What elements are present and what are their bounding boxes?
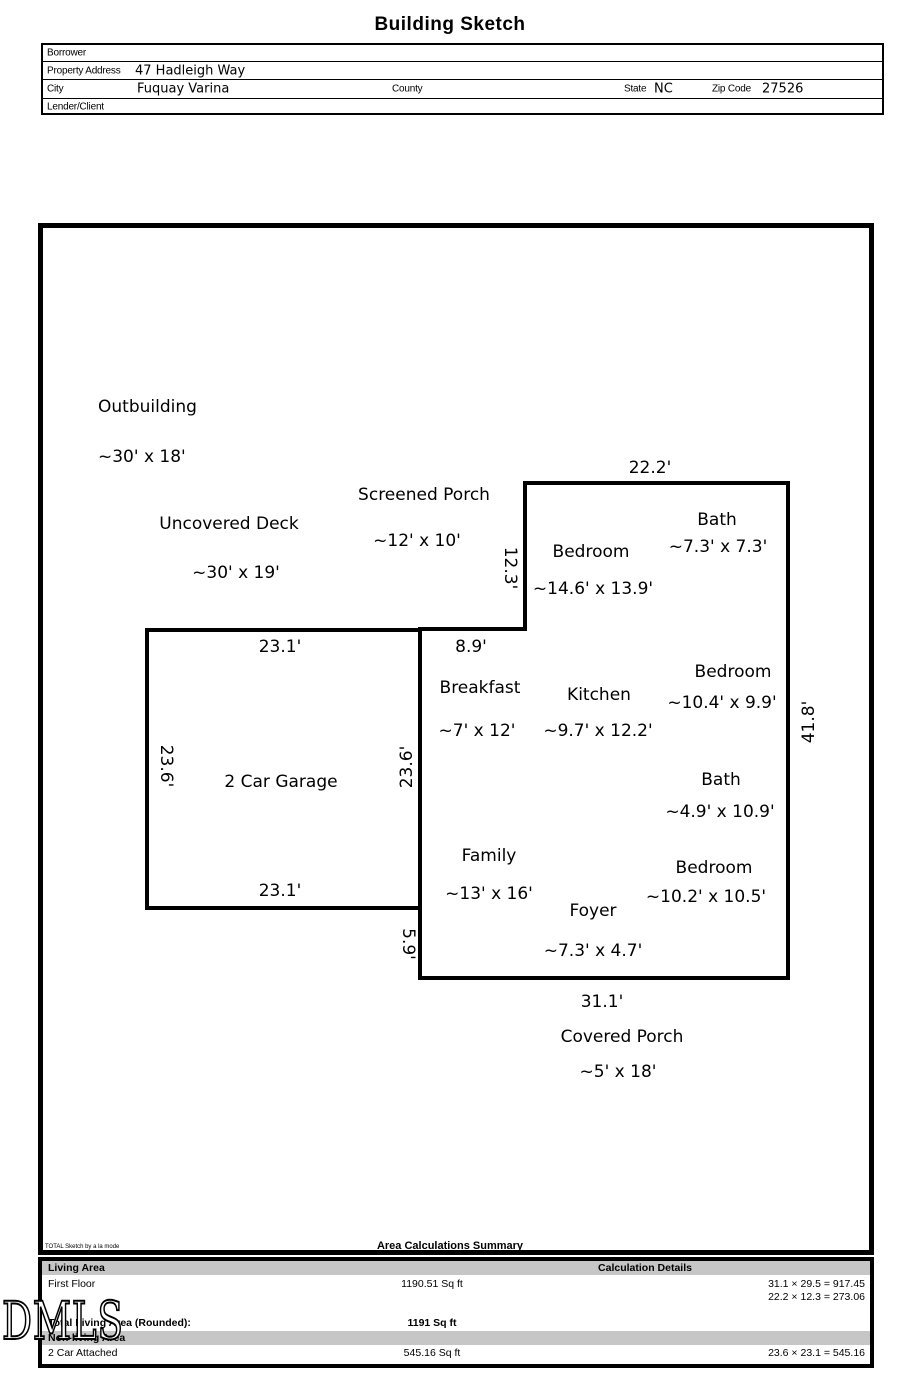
label-bedroom-3: Bedroom [675,858,753,878]
label-bath-2-dim: ~4.9' x 10.9' [665,802,775,822]
label-bedroom-1: Bedroom [552,542,630,562]
label-dim-23-6-left: 23.6' [156,744,176,788]
property-address-value: 47 Hadleigh Way [135,63,246,78]
label-bedroom-1-dim: ~14.6' x 13.9' [532,579,654,599]
garage-calc: 23.6 × 23.1 = 545.16 [768,1347,865,1359]
zip-value: 27526 [762,81,804,97]
label-covered-porch: Covered Porch [560,1027,684,1047]
label-garage: 2 Car Garage [224,772,338,792]
living-area-header-bar [42,1261,870,1275]
label-outbuilding: Outbuilding [98,397,197,417]
property-form: Borrower Property Address 47 Hadleigh Wa… [41,43,884,115]
label-dim-12-3: 12.3' [500,546,520,590]
first-floor-area: 1190.51 Sq ft [401,1278,463,1290]
borrower-label: Borrower [47,47,86,59]
county-label: County [392,83,423,95]
first-floor-calc-2: 22.2 × 12.3 = 273.06 [768,1291,865,1303]
form-row-lender: Lender/Client [43,99,882,115]
label-kitchen-dim: ~9.7' x 12.2' [543,721,653,741]
nonliving-header-bar [42,1331,870,1345]
label-breakfast: Breakfast [439,678,521,698]
page-title: Building Sketch [374,14,526,35]
garage-area: 545.16 Sq ft [403,1347,461,1359]
label-foyer-dim: ~7.3' x 4.7' [543,941,643,961]
lender-label: Lender/Client [47,101,104,113]
form-row-address: Property Address 47 Hadleigh Way [43,62,882,80]
label-outbuilding-dim: ~30' x 18' [98,447,186,467]
label-breakfast-dim: ~7' x 12' [438,721,516,741]
city-value: Fuquay Varina [137,81,230,97]
software-branding: TOTAL Sketch by a la mode [45,1243,120,1250]
area-summary-title: Area Calculations Summary [376,1240,524,1252]
label-dim-23-6-right: 23.6' [397,745,417,789]
label-screened-porch: Screened Porch [358,485,490,505]
label-dim-22-2: 22.2' [628,458,672,478]
label-bedroom-2: Bedroom [694,662,772,682]
label-foyer: Foyer [569,901,617,921]
first-floor-calc-1: 31.1 × 29.5 = 917.45 [768,1278,865,1290]
garage-label: 2 Car Attached [48,1347,118,1359]
label-uncovered-deck: Uncovered Deck [159,514,299,534]
label-bath-2: Bath [701,770,741,790]
label-dim-23-1-bottom: 23.1' [258,881,302,901]
city-label: City [47,83,64,95]
label-dim-23-1-top: 23.1' [258,637,302,657]
form-row-borrower: Borrower [43,45,882,62]
label-dim-31-1: 31.1' [580,992,624,1012]
total-living-area: 1191 Sq ft [407,1317,457,1329]
zip-label: Zip Code [712,83,751,95]
dmls-watermark: DMLS [1,1292,124,1352]
sketch-border [38,223,874,1255]
nonliving-header: Non-living Area [48,1332,126,1344]
label-dim-5-9: 5.9' [398,928,418,960]
property-address-label: Property Address [47,65,121,76]
label-bedroom-2-dim: ~10.4' x 9.9' [667,693,777,713]
label-covered-porch-dim: ~5' x 18' [579,1062,657,1082]
label-screened-porch-dim: ~12' x 10' [373,531,461,551]
label-dim-8-9: 8.9' [455,637,487,657]
form-row-city: City Fuquay Varina County State NC Zip C… [43,80,882,99]
label-family-dim: ~13' x 16' [445,884,533,904]
state-value: NC [654,81,673,97]
area-calc-table: Living Area Calculation Details First Fl… [38,1257,874,1368]
label-bedroom-3-dim: ~10.2' x 10.5' [645,887,767,907]
label-uncovered-deck-dim: ~30' x 19' [192,563,280,583]
label-dim-41-8: 41.8' [799,700,819,744]
label-bath-1: Bath [697,510,737,530]
total-living-label: Total Living Area (Rounded): [48,1317,191,1329]
state-label: State [624,83,647,95]
label-bath-1-dim: ~7.3' x 7.3' [668,537,768,557]
living-area-header: Living Area [48,1262,105,1274]
label-family: Family [461,846,517,866]
calc-details-header: Calculation Details [598,1262,692,1274]
first-floor-label: First Floor [48,1278,96,1290]
label-kitchen: Kitchen [567,685,631,705]
